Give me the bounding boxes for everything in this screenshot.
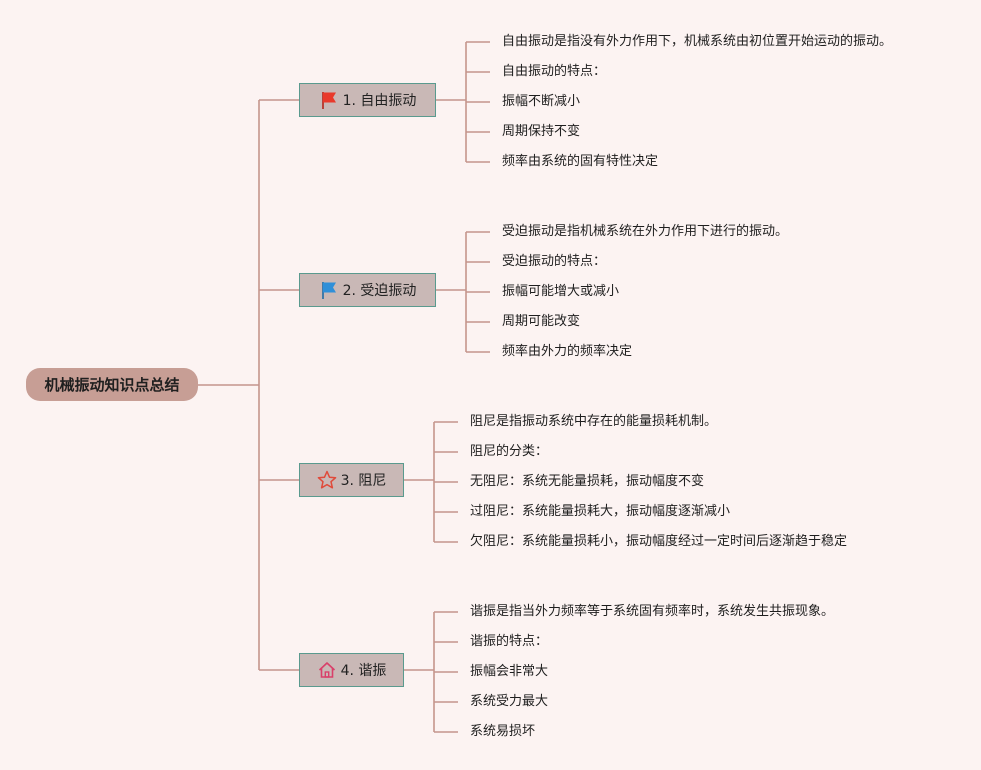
branch-label: 3. 阻尼 (340, 473, 387, 489)
leaf-text: 阻尼的分类： (470, 444, 549, 459)
leaf-text: 阻尼是指振动系统中存在的能量损耗机制。 (470, 414, 718, 429)
red-flag-icon (319, 90, 339, 110)
leaf-text: 自由振动的特点： (502, 64, 607, 79)
leaf-text: 频率由外力的频率决定 (502, 344, 633, 359)
leaf-text: 谐振的特点： (470, 634, 549, 649)
leaf-text: 过阻尼：系统能量损耗大，振动幅度逐渐减小 (470, 504, 731, 519)
leaf-text: 周期保持不变 (502, 124, 581, 139)
leaf-text: 频率由系统的固有特性决定 (502, 154, 659, 169)
leaf-text: 周期可能改变 (502, 314, 581, 329)
leaf-text: 受迫振动的特点： (502, 254, 607, 269)
root-label: 机械振动知识点总结 (44, 376, 180, 394)
home-icon (317, 660, 337, 680)
leaf-text: 振幅不断减小 (502, 94, 581, 109)
leaf-text: 谐振是指当外力频率等于系统固有频率时，系统发生共振现象。 (470, 604, 835, 619)
leaf-text: 振幅可能增大或减小 (502, 284, 620, 299)
leaf-text: 振幅会非常大 (470, 664, 549, 679)
blue-flag-icon (319, 280, 339, 300)
leaf-text: 无阻尼：系统无能量损耗，振动幅度不变 (470, 474, 705, 489)
root-node[interactable]: 机械振动知识点总结 (26, 368, 198, 401)
branch-label: 2. 受迫振动 (342, 283, 417, 299)
leaf-text: 系统易损坏 (470, 724, 536, 739)
leaf-text: 自由振动是指没有外力作用下，机械系统由初位置开始运动的振动。 (502, 34, 893, 49)
leaf-text: 受迫振动是指机械系统在外力作用下进行的振动。 (502, 224, 789, 239)
branch-node-damping[interactable]: 3. 阻尼 (299, 463, 404, 497)
branch-label: 1. 自由振动 (342, 93, 417, 109)
leaf-text: 欠阻尼：系统能量损耗小，振动幅度经过一定时间后逐渐趋于稳定 (470, 534, 848, 549)
branch-node-free-vibration[interactable]: 1. 自由振动 (299, 83, 436, 117)
branch-label: 4. 谐振 (340, 663, 387, 679)
branch-node-forced-vibration[interactable]: 2. 受迫振动 (299, 273, 436, 307)
leaf-text: 系统受力最大 (470, 694, 549, 709)
star-icon (317, 470, 337, 490)
branch-node-resonance[interactable]: 4. 谐振 (299, 653, 404, 687)
